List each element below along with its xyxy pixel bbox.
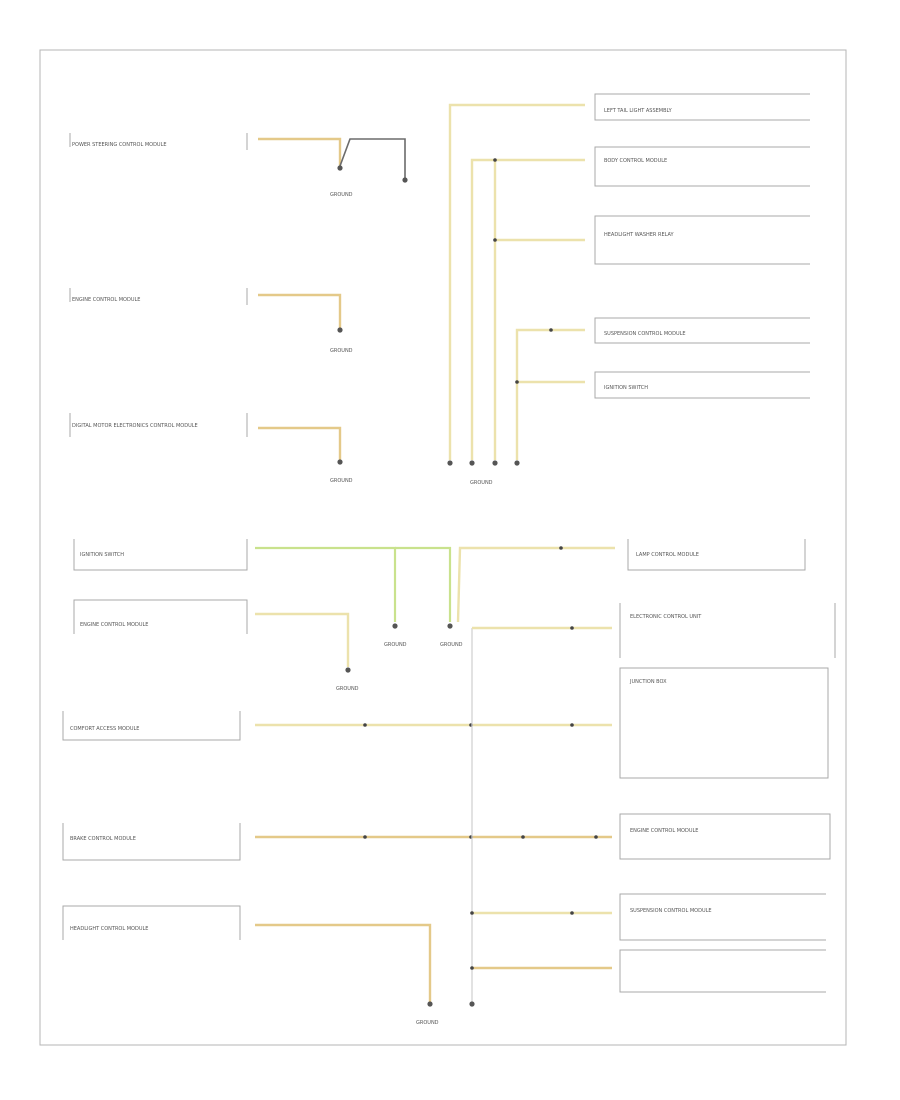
component-engine-control-1: ENGINE CONTROL MODULE xyxy=(69,288,248,305)
component-ignition-switch-left: IGNITION SWITCH xyxy=(73,539,248,571)
connector-dme xyxy=(337,459,343,465)
splice-v-2 xyxy=(470,966,474,970)
component-suspension-module: SUSPENSION CONTROL MODULE xyxy=(594,317,810,344)
label-ecu: ELECTRONIC CONTROL UNIT xyxy=(630,614,702,620)
wire-ignition-green xyxy=(255,546,397,622)
label-ground-4: GROUND xyxy=(470,480,493,486)
connector-em2 xyxy=(345,667,351,673)
splice-ca-3 xyxy=(570,723,574,727)
label-power-steering: POWER STEERING CONTROL MODULE xyxy=(72,142,167,148)
wire-ignition-yellow xyxy=(456,546,615,623)
connector-ec1 xyxy=(337,327,343,333)
label-suspension-right: SUSPENSION CONTROL MODULE xyxy=(630,908,712,914)
label-headlight-washer: HEADLIGHT WASHER RELAY xyxy=(604,232,675,238)
connector-h-3 xyxy=(492,460,498,466)
label-headlight-control: HEADLIGHT CONTROL MODULE xyxy=(70,926,148,932)
connector-h-1 xyxy=(447,460,453,466)
label-engine-right: ENGINE CONTROL MODULE xyxy=(630,828,698,834)
wire-harness-1 xyxy=(448,103,585,460)
label-ground-6: GROUND xyxy=(440,642,463,648)
label-ground-1: GROUND xyxy=(330,192,353,198)
component-headlight-washer: HEADLIGHT WASHER RELAY xyxy=(594,215,810,265)
label-body-control: BODY CONTROL MODULE xyxy=(604,158,667,164)
component-headlight-control: HEADLIGHT CONTROL MODULE xyxy=(62,905,241,940)
splice-susp xyxy=(570,911,574,915)
component-lamp-module: LAMP CONTROL MODULE xyxy=(627,539,806,571)
component-ignition-right: IGNITION SWITCH xyxy=(594,371,810,399)
connector-ps-2 xyxy=(402,177,408,183)
component-left-tail-light: LEFT TAIL LIGHT ASSEMBLY xyxy=(594,93,810,121)
diagram-frame xyxy=(39,49,847,1046)
component-engine-control-right: ENGINE CONTROL MODULE xyxy=(619,813,831,860)
label-ground-5: GROUND xyxy=(384,642,407,648)
component-engine-module-2: ENGINE CONTROL MODULE xyxy=(73,599,248,634)
label-comfort-access: COMFORT ACCESS MODULE xyxy=(70,726,139,732)
component-brake-control: BRAKE CONTROL MODULE xyxy=(62,823,241,861)
splice-bc-1 xyxy=(363,835,367,839)
label-ignition-left: IGNITION SWITCH xyxy=(80,552,124,558)
connector-ign-2 xyxy=(447,623,453,629)
splice-bc-4 xyxy=(594,835,598,839)
component-suspension-control-right: SUSPENSION CONTROL MODULE xyxy=(619,893,826,941)
label-suspension-module: SUSPENSION CONTROL MODULE xyxy=(604,331,686,337)
wire-headlight-control xyxy=(255,923,432,1002)
component-body-control: BODY CONTROL MODULE xyxy=(594,146,810,187)
label-ground-2: GROUND xyxy=(330,348,353,354)
component-power-steering-module: POWER STEERING CONTROL MODULE xyxy=(69,133,248,150)
splice-v-1 xyxy=(470,911,474,915)
splice-h-4 xyxy=(549,328,553,332)
component-junction-box: JUNCTION BOX xyxy=(619,667,829,779)
label-lamp-module: LAMP CONTROL MODULE xyxy=(636,552,699,558)
label-engine-control-1: ENGINE CONTROL MODULE xyxy=(72,297,140,303)
wire-dme xyxy=(258,426,342,460)
splice-bc-3 xyxy=(521,835,525,839)
wire-engine-module-2 xyxy=(255,612,350,667)
connector-central xyxy=(469,1001,475,1007)
component-comfort-access: COMFORT ACCESS MODULE xyxy=(62,711,241,741)
wire-harness-4 xyxy=(515,328,585,460)
splice-h-3 xyxy=(515,380,519,384)
splice-h-2 xyxy=(493,238,497,242)
label-brake-control: BRAKE CONTROL MODULE xyxy=(70,836,136,842)
splice-ign xyxy=(559,546,563,550)
wire-ignition-green-b xyxy=(395,546,452,622)
splice-ca-1 xyxy=(363,723,367,727)
label-junction-box: JUNCTION BOX xyxy=(629,679,667,685)
label-ground-3: GROUND xyxy=(330,478,353,484)
label-dme-module: DIGITAL MOTOR ELECTRONICS CONTROL MODULE xyxy=(72,423,198,429)
wire-harness-2 xyxy=(470,158,585,460)
connector-ign-1 xyxy=(392,623,398,629)
wire-power-steering-return xyxy=(339,138,406,178)
component-lower-right xyxy=(619,949,826,993)
connector-ps-1 xyxy=(337,165,343,171)
component-electronic-control-unit: ELECTRONIC CONTROL UNIT xyxy=(619,603,836,658)
label-engine-module-2: ENGINE CONTROL MODULE xyxy=(80,622,148,628)
label-ground-7: GROUND xyxy=(336,686,359,692)
label-ignition-right: IGNITION SWITCH xyxy=(604,385,648,391)
label-left-tail: LEFT TAIL LIGHT ASSEMBLY xyxy=(604,108,673,114)
connector-hl xyxy=(427,1001,433,1007)
wire-engine-control-1 xyxy=(258,293,342,328)
connector-h-2 xyxy=(469,460,475,466)
wire-power-steering xyxy=(258,137,342,166)
component-dme-module: DIGITAL MOTOR ELECTRONICS CONTROL MODULE xyxy=(69,413,248,437)
label-ground-8: GROUND xyxy=(416,1020,439,1026)
connector-h-4 xyxy=(514,460,520,466)
splice-ecu xyxy=(570,626,574,630)
splice-h-1 xyxy=(493,158,497,162)
